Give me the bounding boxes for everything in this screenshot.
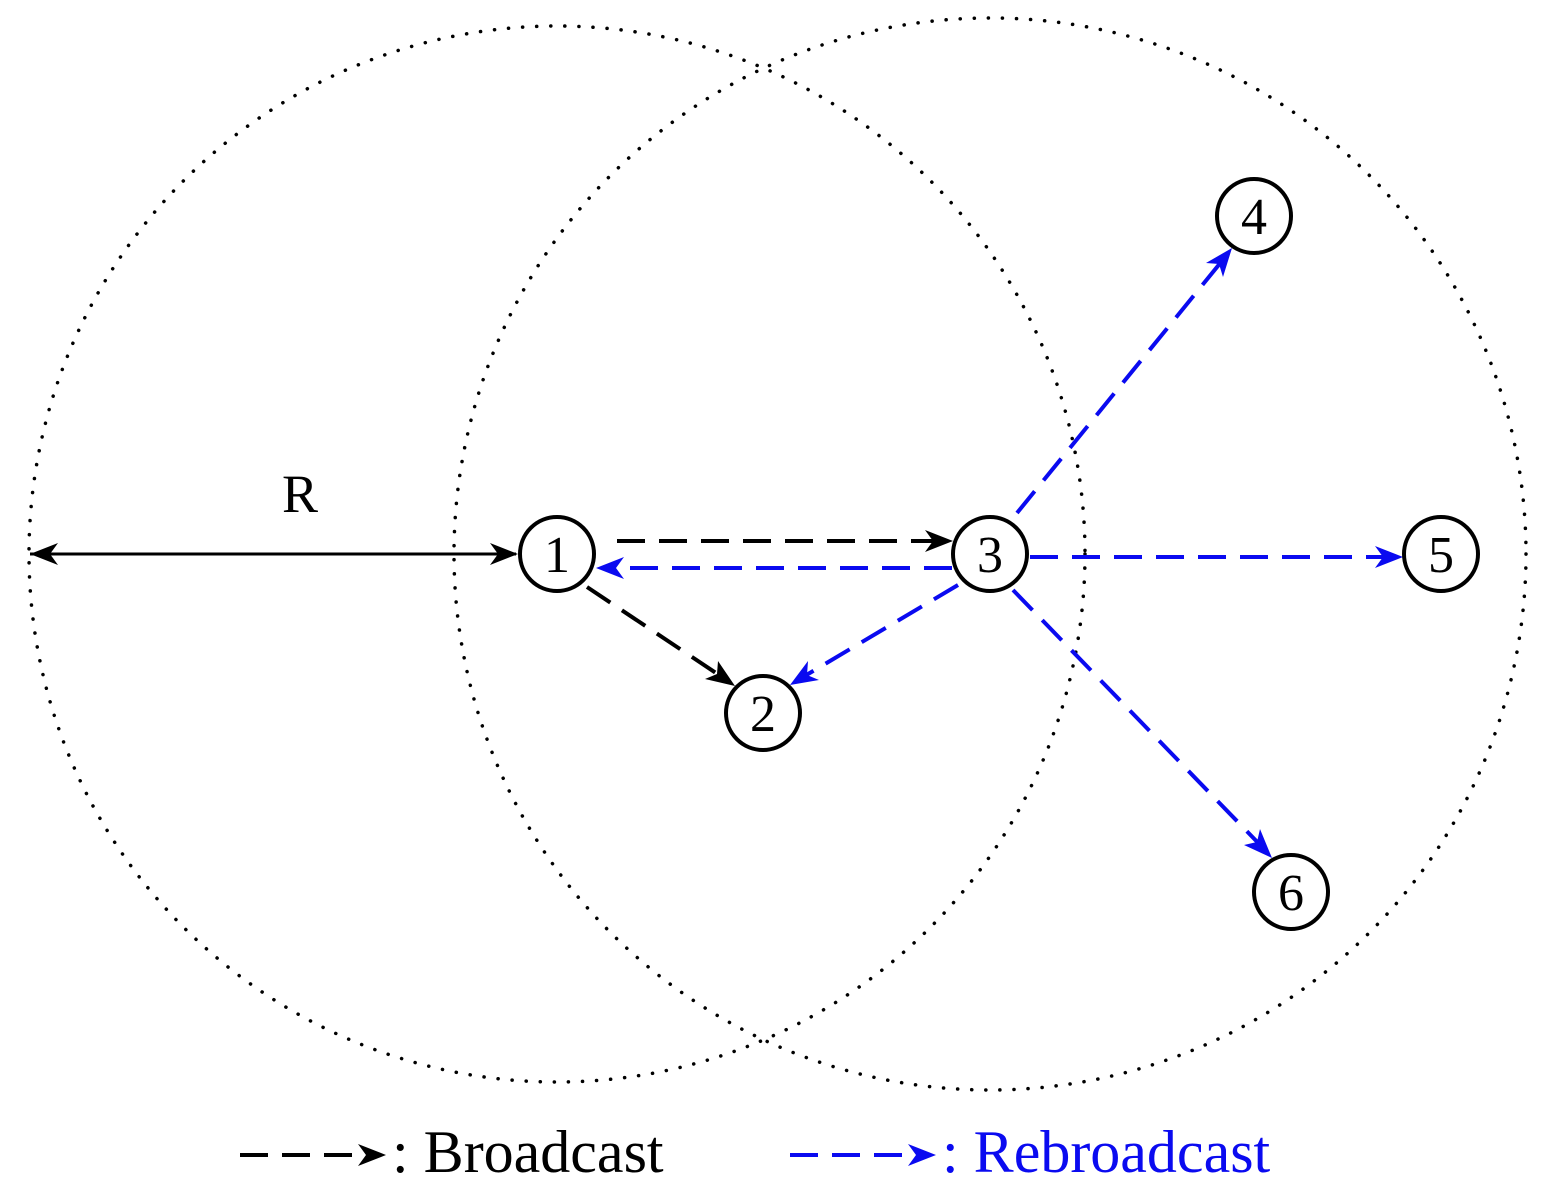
rebroadcast-edge-3-to-2 <box>796 583 960 682</box>
node-4-label: 4 <box>1241 189 1267 246</box>
node-3: 3 <box>951 515 1029 593</box>
broadcast-arrowhead-1-to-3 <box>925 530 953 552</box>
node-4-circle <box>1215 177 1293 255</box>
rebroadcast-edge-3-to-6 <box>1011 588 1268 853</box>
node-6-label: 6 <box>1278 865 1304 922</box>
radius-label: R <box>282 464 318 524</box>
node-4: 4 <box>1215 177 1293 255</box>
broadcast-edges <box>585 530 953 686</box>
node-2-circle <box>724 674 802 752</box>
legend-rebroadcast-label: : Rebroadcast <box>942 1119 1271 1185</box>
node-1: 1 <box>518 515 596 593</box>
broadcast-arrowhead-1-to-2 <box>705 661 735 686</box>
legend: : Broadcast : Rebroadcast <box>240 1119 1271 1185</box>
broadcast-edge-1-to-2 <box>585 585 730 683</box>
node-6: 6 <box>1252 853 1330 931</box>
legend-broadcast-arrowhead <box>358 1144 386 1166</box>
legend-broadcast-label: : Broadcast <box>392 1119 664 1185</box>
radius-arrowhead-left <box>30 543 58 565</box>
rebroadcast-arrowhead-3-to-5 <box>1375 546 1403 568</box>
rebroadcast-arrowhead-3-to-4 <box>1206 248 1232 277</box>
node-2-label: 2 <box>750 686 776 743</box>
legend-broadcast: : Broadcast <box>240 1119 664 1185</box>
rebroadcast-arrowhead-3-to-1 <box>596 557 624 579</box>
node-6-circle <box>1252 853 1330 931</box>
radius-indicator: R <box>30 464 518 565</box>
rebroadcast-edge-3-to-4 <box>1015 254 1228 515</box>
node-1-label: 1 <box>544 527 570 584</box>
rebroadcast-arrowhead-3-to-2 <box>790 661 819 685</box>
rebroadcast-arrowhead-3-to-6 <box>1244 829 1272 858</box>
node-1-circle <box>518 515 596 593</box>
legend-rebroadcast-arrowhead <box>908 1144 936 1166</box>
node-5-label: 5 <box>1428 527 1454 584</box>
node-5: 5 <box>1402 515 1480 593</box>
range-circle-node-3 <box>452 16 1528 1092</box>
rebroadcast-edges <box>596 248 1403 858</box>
node-3-circle <box>951 515 1029 593</box>
legend-rebroadcast: : Rebroadcast <box>790 1119 1271 1185</box>
node-2: 2 <box>724 674 802 752</box>
node-3-label: 3 <box>977 527 1003 584</box>
nodes: 1 2 3 4 5 6 <box>518 177 1480 931</box>
radius-arrowhead-right <box>490 543 518 565</box>
range-circle-node-1 <box>27 24 1087 1084</box>
node-5-circle <box>1402 515 1480 593</box>
